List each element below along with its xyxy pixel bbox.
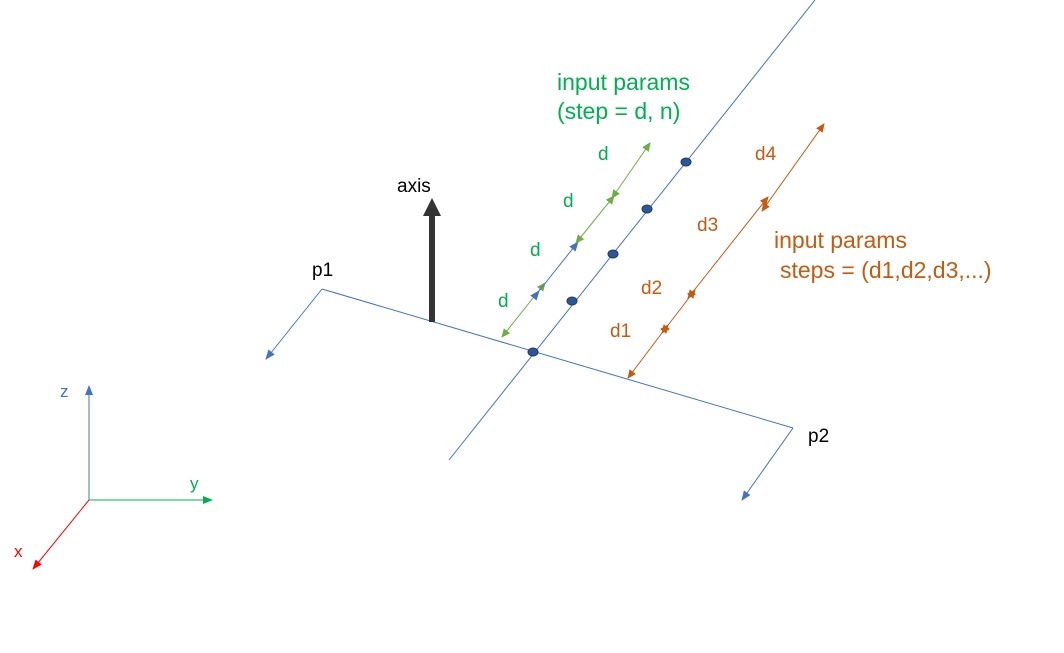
orange-dimension-arrow [661,289,696,334]
green-dimension-arrow [575,195,615,244]
label-orange-params-line1: input params [774,227,907,253]
step-point [566,296,578,306]
label-axis: axis [397,176,431,197]
label-d2: d2 [641,278,662,299]
step-point [607,249,619,259]
step-point [641,204,653,214]
label-p1: p1 [312,260,333,281]
orange-dimension-arrow [627,324,669,379]
label-coord-x: x [14,542,23,561]
green-dimension-arrow [611,142,651,199]
label-coord-y: y [190,474,199,493]
coord-axis-x [32,499,90,570]
label-green-params-line1: input params [557,69,690,95]
green-dimension-arrow [530,241,579,301]
step-point [527,347,539,357]
label-d1: d1 [610,321,631,342]
label-d: d [563,191,574,212]
label-d: d [530,240,541,261]
segment-p1-p2 [321,288,794,429]
p1-direction-arrow [265,288,323,360]
label-green-params-line2: (step = d, n) [557,98,680,124]
axis-arrow-head [423,198,441,216]
orange-dimension-arrow [687,196,769,299]
step-line [448,0,816,461]
orange-dimension-arrow [761,123,825,212]
label-d: d [498,291,509,312]
label-orange-params-line2: steps = (d1,d2,d3,...) [780,257,992,283]
step-point [680,157,692,167]
label-d: d [598,144,609,165]
label-d3: d3 [697,215,718,236]
label-p2: p2 [808,426,829,447]
label-d4: d4 [755,144,777,165]
p2-direction-arrow [741,427,794,501]
label-coord-z: z [60,382,69,401]
